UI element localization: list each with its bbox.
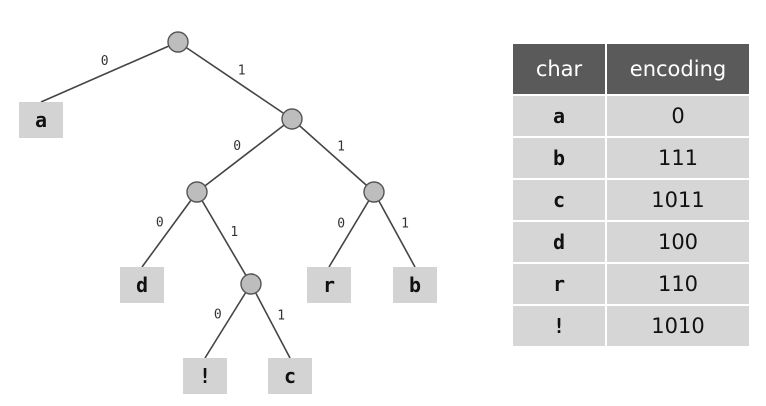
trie-edge xyxy=(196,118,293,193)
huffman-trie-diagram: 0 1 0 1 0 1 0 1 0 1 a d r b! c xyxy=(19,31,437,394)
trie-edge xyxy=(291,118,375,193)
cell-char: a xyxy=(513,94,605,136)
edge-bit-label: 1 xyxy=(401,217,409,232)
encoding-table-header-row: char encoding xyxy=(513,44,749,94)
trie-edge xyxy=(177,41,293,120)
cell-char: ! xyxy=(513,304,605,346)
header-char: char xyxy=(513,44,605,94)
cell-char: d xyxy=(513,220,605,262)
table-row: b 111 xyxy=(513,136,749,178)
edge-bit-label: 0 xyxy=(101,54,109,69)
trie-leaf-box xyxy=(393,267,437,303)
trie-edge-labels: 0 1 0 1 0 1 0 1 0 1 xyxy=(101,54,409,323)
trie-leaf: d xyxy=(120,267,164,303)
cell-encoding: 1010 xyxy=(607,304,749,346)
cell-char: c xyxy=(513,178,605,220)
table-row: c 1011 xyxy=(513,178,749,220)
trie-internal-node xyxy=(363,181,385,203)
edge-bit-label: 1 xyxy=(238,64,246,79)
trie-leaf: ! xyxy=(183,358,227,394)
trie-leaf-char: b xyxy=(409,273,421,297)
trie-leaf-char: r xyxy=(323,273,335,297)
trie-leaves: a d r b! c xyxy=(19,102,437,394)
trie-edge xyxy=(328,191,375,268)
cell-encoding: 111 xyxy=(607,136,749,178)
trie-internal-node xyxy=(281,108,303,130)
trie-leaf-char: c xyxy=(284,364,296,388)
trie-edge xyxy=(250,283,291,359)
edge-bit-label: 0 xyxy=(233,139,241,154)
table-row: r 110 xyxy=(513,262,749,304)
trie-leaf: a xyxy=(19,102,63,138)
cell-encoding: 1011 xyxy=(607,178,749,220)
edge-bit-label: 0 xyxy=(337,216,345,231)
trie-edge xyxy=(373,191,416,268)
trie-edge xyxy=(196,191,252,285)
trie-internal-node xyxy=(167,31,189,53)
trie-edge xyxy=(141,191,198,268)
encoding-table: char encoding a 0 b 111 c 1011 d 100 r 1… xyxy=(511,44,751,346)
edge-bit-label: 1 xyxy=(230,225,238,240)
trie-leaf-box xyxy=(120,267,164,303)
trie-edge xyxy=(204,283,252,359)
trie-leaf-char: a xyxy=(35,108,47,132)
trie-leaf-box xyxy=(183,358,227,394)
cell-encoding: 110 xyxy=(607,262,749,304)
trie-internal-nodes xyxy=(167,31,385,295)
trie-leaf: c xyxy=(268,358,312,394)
cell-char: r xyxy=(513,262,605,304)
edge-bit-label: 1 xyxy=(337,140,345,155)
trie-leaf: b xyxy=(393,267,437,303)
trie-leaf-char: d xyxy=(136,273,148,297)
trie-edges xyxy=(40,41,416,359)
edge-bit-label: 0 xyxy=(156,215,164,230)
trie-leaf-char: ! xyxy=(199,364,211,388)
cell-encoding: 100 xyxy=(607,220,749,262)
header-encoding: encoding xyxy=(607,44,749,94)
cell-char: b xyxy=(513,136,605,178)
trie-internal-node xyxy=(186,181,208,203)
trie-leaf: r xyxy=(307,267,351,303)
edge-bit-label: 0 xyxy=(214,308,222,323)
table-row: d 100 xyxy=(513,220,749,262)
trie-internal-node xyxy=(240,273,262,295)
cell-encoding: 0 xyxy=(607,94,749,136)
trie-edge xyxy=(40,41,179,103)
trie-leaf-box xyxy=(268,358,312,394)
trie-leaf-box xyxy=(307,267,351,303)
edge-bit-label: 1 xyxy=(277,308,285,323)
table-row: a 0 xyxy=(513,94,749,136)
table-row: ! 1010 xyxy=(513,304,749,346)
trie-leaf-box xyxy=(19,102,63,138)
